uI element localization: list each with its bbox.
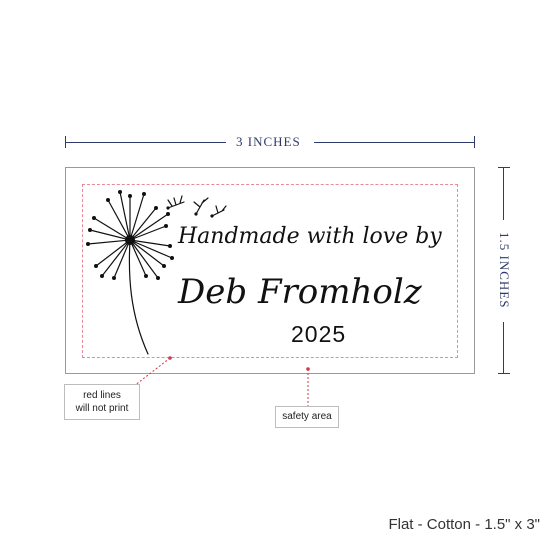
red-lines-callout: red lines will not print: [64, 384, 140, 420]
height-dimension-top-line: [503, 167, 504, 220]
safety-area-outline: [82, 184, 458, 358]
label-tagline: Handmade with love by: [178, 224, 442, 249]
safety-area-marker: [306, 367, 310, 371]
red-lines-connector: [133, 357, 171, 387]
width-dimension-right-line: [314, 142, 475, 143]
width-dimension-left-line: [65, 142, 226, 143]
safety-area-callout: safety area: [275, 406, 339, 428]
label-name: Deb Fromholz: [178, 272, 422, 312]
width-dimension-label: 3 INCHES: [236, 134, 301, 149]
height-dimension-bottom-line: [503, 322, 504, 374]
width-dimension-right-tick: [474, 136, 475, 148]
dandelion-icon: [86, 190, 227, 355]
height-dimension-top-tick: [498, 167, 510, 168]
red-lines-callout-line2: will not print: [75, 403, 129, 414]
product-caption: Flat - Cotton - 1.5" x 3": [388, 516, 540, 533]
red-lines-callout-line1: red lines: [83, 390, 121, 401]
red-lines-marker: [168, 356, 172, 360]
label-year: 2025: [291, 321, 347, 347]
height-dimension-bottom-tick: [498, 373, 510, 374]
label-card: [65, 167, 475, 374]
